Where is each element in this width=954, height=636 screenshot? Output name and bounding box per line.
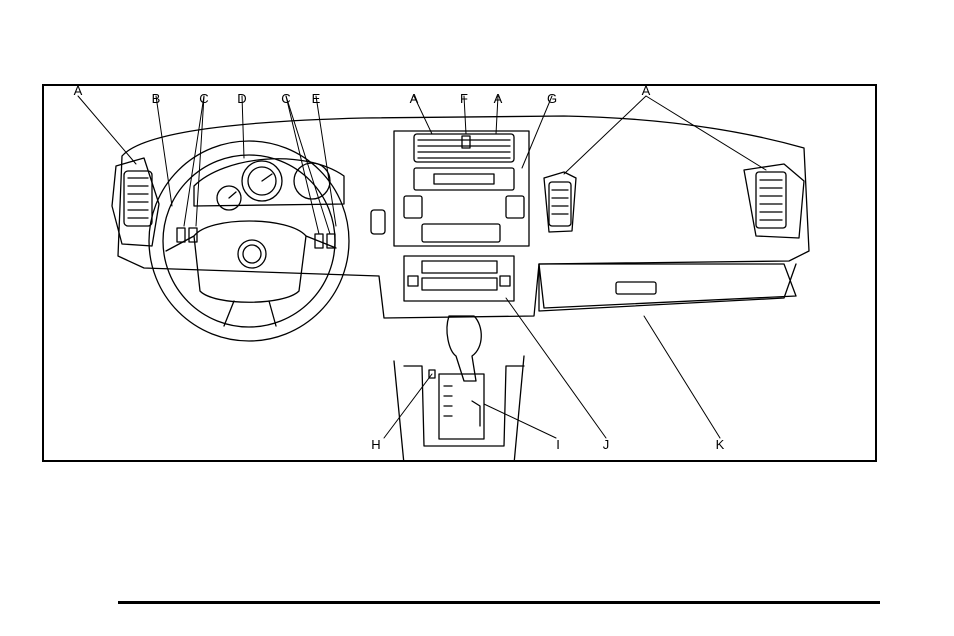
leader-a1 bbox=[78, 96, 136, 164]
leader-i bbox=[484, 404, 556, 438]
leader-a4a bbox=[564, 96, 646, 174]
callout-g: G bbox=[547, 92, 557, 105]
callout-k: K bbox=[716, 438, 725, 451]
center-console bbox=[394, 316, 524, 462]
leader-g bbox=[522, 96, 552, 168]
callout-c-right: C bbox=[281, 92, 290, 105]
leader-c2b bbox=[286, 96, 330, 234]
center-right-air-vent bbox=[544, 172, 576, 232]
callout-b: B bbox=[152, 92, 161, 105]
dashboard-lower-edge bbox=[539, 264, 796, 308]
climate-control-panel bbox=[404, 256, 514, 301]
left-air-vent bbox=[112, 158, 159, 246]
ignition-switch bbox=[371, 210, 385, 234]
leader-h bbox=[384, 374, 432, 438]
instrument-panel-illustration: A B C D C E A F A G A H I J K bbox=[42, 84, 877, 462]
callout-f: F bbox=[460, 92, 468, 105]
page-footer-rule bbox=[118, 601, 880, 604]
glove-box bbox=[539, 264, 796, 311]
leader-a4b bbox=[646, 96, 766, 170]
callout-a-left-vent: A bbox=[74, 84, 83, 97]
callout-h: H bbox=[371, 438, 380, 451]
callout-a-center-left: A bbox=[410, 92, 419, 105]
callout-c-left: C bbox=[199, 92, 208, 105]
callout-d: D bbox=[237, 92, 246, 105]
instrument-cluster bbox=[194, 159, 344, 210]
dashboard-line-drawing bbox=[44, 86, 877, 462]
right-air-vent bbox=[744, 164, 804, 238]
leader-e bbox=[316, 96, 336, 226]
leader-j bbox=[506, 298, 606, 438]
callout-a-right-vents: A bbox=[642, 84, 651, 97]
callout-a-center-right: A bbox=[494, 92, 503, 105]
steering-wheel bbox=[149, 141, 349, 341]
callout-e: E bbox=[312, 92, 321, 105]
leader-k bbox=[644, 316, 720, 438]
callout-i: I bbox=[556, 438, 560, 451]
center-stack bbox=[394, 131, 529, 246]
callout-j: J bbox=[603, 438, 610, 451]
